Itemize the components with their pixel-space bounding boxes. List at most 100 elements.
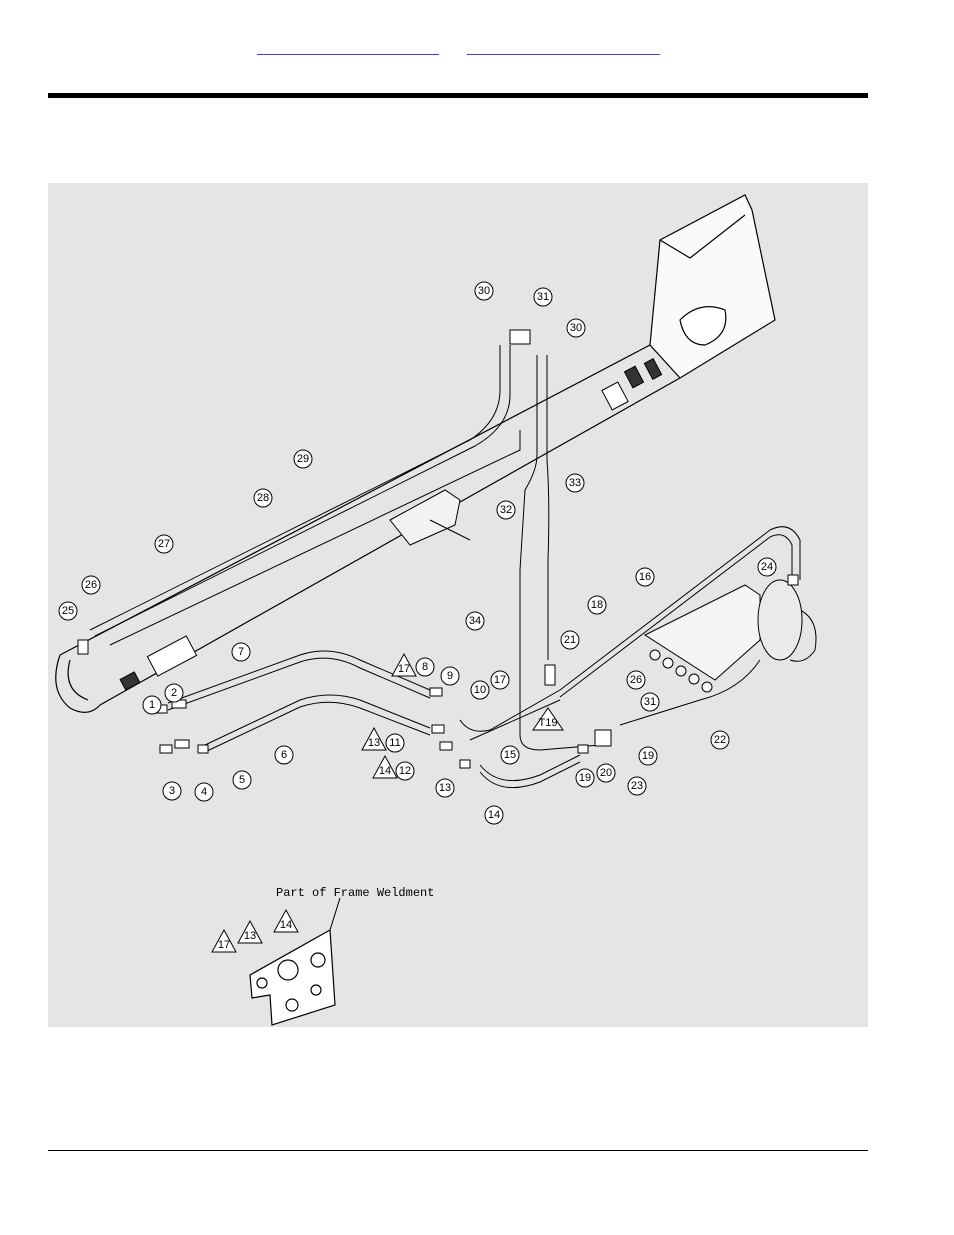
callout-13: 13: [436, 779, 454, 797]
svg-text:13: 13: [368, 737, 380, 749]
svg-text:23: 23: [631, 780, 643, 792]
svg-text:3: 3: [169, 785, 175, 797]
svg-text:15: 15: [504, 749, 516, 761]
svg-text:14: 14: [379, 765, 391, 777]
svg-text:22: 22: [714, 734, 726, 746]
svg-text:30: 30: [478, 285, 490, 297]
svg-text:11: 11: [389, 737, 400, 749]
callout-2: 2: [165, 684, 183, 702]
svg-text:18: 18: [591, 599, 603, 611]
svg-text:5: 5: [239, 774, 245, 786]
svg-text:20: 20: [600, 767, 612, 779]
callout-25: 25: [59, 602, 77, 620]
triangle-note-14-2: 14: [274, 910, 298, 932]
callout-22: 22: [711, 731, 729, 749]
callout-9: 9: [441, 667, 459, 685]
triangle-note-T19: T19: [533, 708, 563, 730]
callout-34: 34: [466, 612, 484, 630]
svg-text:9: 9: [447, 670, 453, 682]
callout-24: 24: [758, 558, 776, 576]
drive-motor: [390, 490, 470, 545]
svg-text:4: 4: [201, 786, 207, 798]
svg-text:28: 28: [257, 492, 269, 504]
callout-5: 5: [233, 771, 251, 789]
svg-text:32: 32: [500, 504, 512, 516]
svg-text:27: 27: [158, 538, 170, 550]
svg-text:17: 17: [398, 663, 410, 675]
frame-weldment-plate: [250, 930, 335, 1025]
callout-31: 31: [534, 288, 552, 306]
hopper: [650, 195, 775, 378]
callout-16: 16: [636, 568, 654, 586]
svg-text:6: 6: [281, 749, 287, 761]
callout-1: 1: [143, 696, 161, 714]
callout-12: 12: [396, 762, 414, 780]
svg-text:21: 21: [564, 634, 576, 646]
svg-text:19: 19: [579, 772, 591, 784]
callout-4: 4: [195, 783, 213, 801]
upper-hoses: [90, 345, 520, 645]
svg-text:13: 13: [439, 782, 451, 794]
callout-30: 30: [475, 282, 493, 300]
svg-text:25: 25: [62, 605, 74, 617]
callout-17: 17: [491, 671, 509, 689]
callout-26: 26: [82, 576, 100, 594]
callout-26-2: 26: [627, 671, 645, 689]
svg-text:34: 34: [469, 615, 481, 627]
triangle-note-13-2: 13: [238, 921, 262, 943]
callout-14: 14: [485, 806, 503, 824]
callout-32: 32: [497, 501, 515, 519]
callout-3: 3: [163, 782, 181, 800]
tube-decals: [120, 359, 662, 690]
triangle-note-17: 17: [392, 654, 416, 676]
callout-21: 21: [561, 631, 579, 649]
callout-27: 27: [155, 535, 173, 553]
svg-text:19: 19: [642, 750, 654, 762]
svg-text:13: 13: [244, 930, 256, 942]
svg-text:14: 14: [488, 809, 500, 821]
svg-text:24: 24: [761, 561, 773, 573]
svg-text:16: 16: [639, 571, 651, 583]
svg-text:10: 10: [474, 684, 486, 696]
svg-text:12: 12: [399, 765, 411, 777]
callout-19: 19: [576, 769, 594, 787]
frame-caption: Part of Frame Weldment: [276, 886, 434, 900]
svg-text:17: 17: [218, 939, 230, 951]
callout-8: 8: [416, 658, 434, 676]
svg-text:33: 33: [569, 477, 581, 489]
svg-text:26: 26: [630, 674, 642, 686]
callout-18: 18: [588, 596, 606, 614]
callout-30-2: 30: [567, 319, 585, 337]
svg-text:17: 17: [494, 674, 506, 686]
triangle-notes: 17 17 13 13 14 14 T19: [212, 654, 563, 952]
svg-text:T19: T19: [539, 717, 558, 729]
callout-29: 29: [294, 450, 312, 468]
callout-20: 20: [597, 764, 615, 782]
svg-text:1: 1: [149, 699, 155, 711]
callout-31-2: 31: [641, 693, 659, 711]
triangle-note-17-2: 17: [212, 930, 236, 952]
svg-text:31: 31: [537, 291, 549, 303]
svg-text:31: 31: [644, 696, 656, 708]
callout-28: 28: [254, 489, 272, 507]
callout-11: 11: [386, 734, 404, 752]
callout-6: 6: [275, 746, 293, 764]
callout-19-2: 19: [639, 747, 657, 765]
fittings: [78, 330, 798, 768]
callout-7: 7: [232, 643, 250, 661]
svg-text:8: 8: [422, 661, 428, 673]
vertical-hoses: [520, 355, 600, 750]
svg-text:2: 2: [171, 687, 177, 699]
lower-hoses: [168, 651, 580, 788]
callout-15: 15: [501, 746, 519, 764]
triangle-note-13: 13: [362, 728, 386, 750]
svg-text:30: 30: [570, 322, 582, 334]
callout-10: 10: [471, 681, 489, 699]
svg-text:26: 26: [85, 579, 97, 591]
callout-23: 23: [628, 777, 646, 795]
svg-text:29: 29: [297, 453, 309, 465]
triangle-note-14: 14: [373, 756, 397, 778]
svg-text:7: 7: [238, 646, 244, 658]
frame-caption-leader: [330, 898, 340, 930]
